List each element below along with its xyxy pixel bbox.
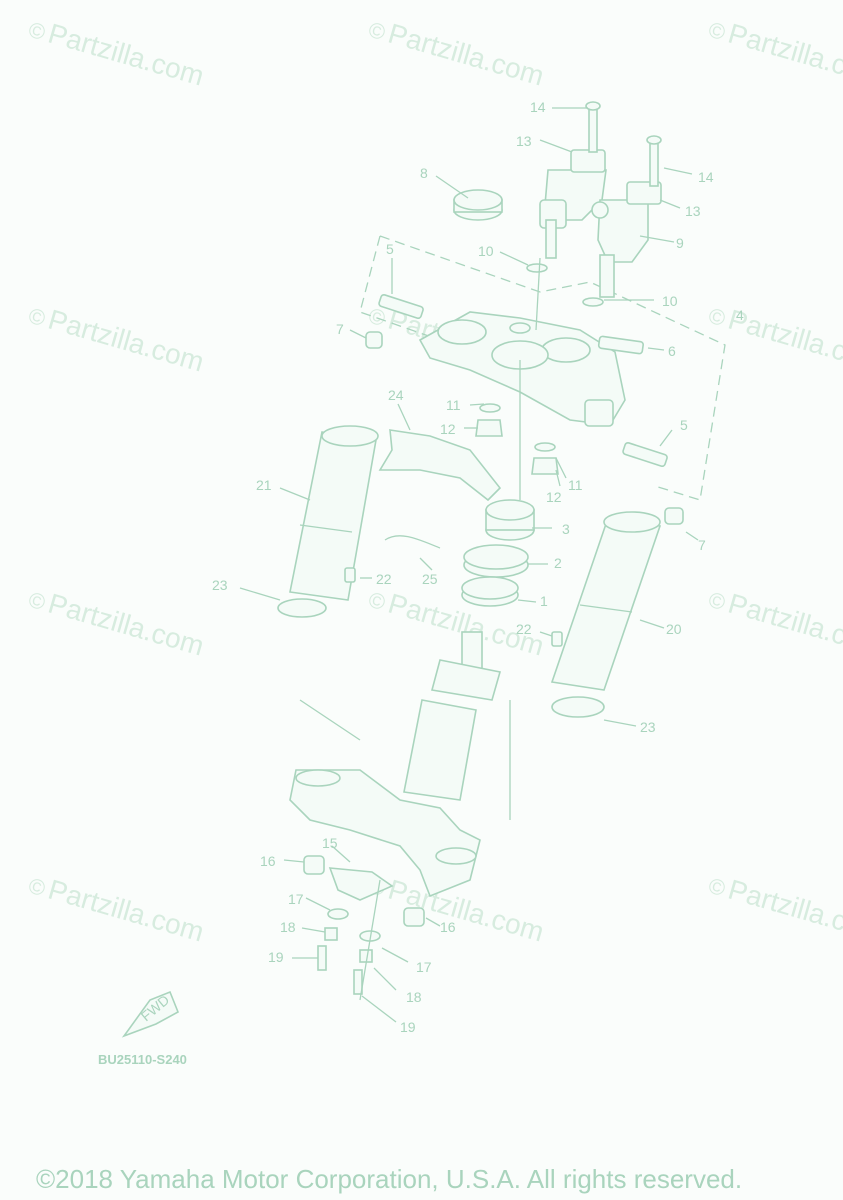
label-11b: 11 bbox=[568, 477, 583, 493]
cap-8 bbox=[453, 189, 503, 221]
part-labels: 14 13 14 13 9 8 10 10 5 4 7 6 5 24 11 12… bbox=[212, 99, 744, 1035]
label-4: 4 bbox=[736, 307, 744, 323]
label-17b: 17 bbox=[416, 959, 432, 975]
label-3: 3 bbox=[562, 521, 570, 537]
label-14b: 14 bbox=[698, 169, 714, 185]
fwd-arrow-icon: FWD bbox=[121, 990, 180, 1038]
screw-22a bbox=[344, 567, 356, 583]
label-7b: 7 bbox=[698, 537, 706, 553]
label-24: 24 bbox=[388, 387, 404, 403]
label-13b: 13 bbox=[685, 203, 701, 219]
label-25: 25 bbox=[422, 571, 438, 587]
label-9: 9 bbox=[676, 235, 684, 251]
washer-11a bbox=[479, 403, 501, 413]
label-8: 8 bbox=[420, 165, 428, 181]
fork-tube-20 bbox=[550, 511, 662, 718]
copyright-notice: ©2018 Yamaha Motor Corporation, U.S.A. A… bbox=[36, 1164, 743, 1194]
washer-10b bbox=[582, 297, 604, 307]
washer-11b bbox=[534, 442, 556, 452]
leader-lines bbox=[239, 107, 699, 1023]
clamp-25 bbox=[384, 535, 441, 549]
label-1: 1 bbox=[540, 593, 548, 609]
label-17a: 17 bbox=[288, 891, 304, 907]
label-2: 2 bbox=[554, 555, 562, 571]
label-11a: 11 bbox=[446, 397, 461, 413]
label-15: 15 bbox=[322, 835, 338, 851]
label-7a: 7 bbox=[336, 321, 344, 337]
label-23b: 23 bbox=[640, 719, 656, 735]
lower-fasteners bbox=[303, 855, 425, 1001]
plug-7b bbox=[664, 507, 684, 525]
label-16b: 16 bbox=[440, 919, 456, 935]
steering-stem bbox=[289, 631, 511, 898]
bearing-parts bbox=[461, 499, 535, 607]
diagram-code: BU25110-S240 bbox=[98, 1052, 187, 1067]
bolt-5a bbox=[378, 293, 424, 320]
label-18a: 18 bbox=[280, 919, 296, 935]
label-12b: 12 bbox=[546, 489, 562, 505]
washer-10a bbox=[526, 263, 548, 273]
label-19b: 19 bbox=[400, 1019, 416, 1035]
fork-tube-21 bbox=[277, 425, 379, 618]
nut-12b bbox=[531, 457, 559, 475]
bolt-6 bbox=[597, 335, 644, 355]
hose-bracket bbox=[378, 429, 502, 502]
upper-bracket bbox=[418, 311, 626, 427]
label-16a: 16 bbox=[260, 853, 276, 869]
label-19a: 19 bbox=[268, 949, 284, 965]
label-10b: 10 bbox=[662, 293, 678, 309]
label-10a: 10 bbox=[478, 243, 494, 259]
label-6: 6 bbox=[668, 343, 676, 359]
label-22b: 22 bbox=[516, 621, 532, 637]
label-5a: 5 bbox=[386, 241, 394, 257]
label-14a: 14 bbox=[530, 99, 546, 115]
label-5b: 5 bbox=[680, 417, 688, 433]
label-12a: 12 bbox=[440, 421, 456, 437]
handlebar-left bbox=[591, 135, 662, 298]
label-18b: 18 bbox=[406, 989, 422, 1005]
label-13a: 13 bbox=[516, 133, 532, 149]
label-22a: 22 bbox=[376, 571, 392, 587]
label-21: 21 bbox=[256, 477, 272, 493]
nut-12a bbox=[475, 419, 503, 437]
screw-22b bbox=[551, 631, 563, 647]
label-20: 20 bbox=[666, 621, 682, 637]
plug-7a bbox=[365, 331, 383, 349]
label-23a: 23 bbox=[212, 577, 228, 593]
assembly-outline bbox=[359, 235, 726, 501]
bolt-5b bbox=[622, 441, 668, 468]
handlebar-right bbox=[539, 101, 607, 259]
